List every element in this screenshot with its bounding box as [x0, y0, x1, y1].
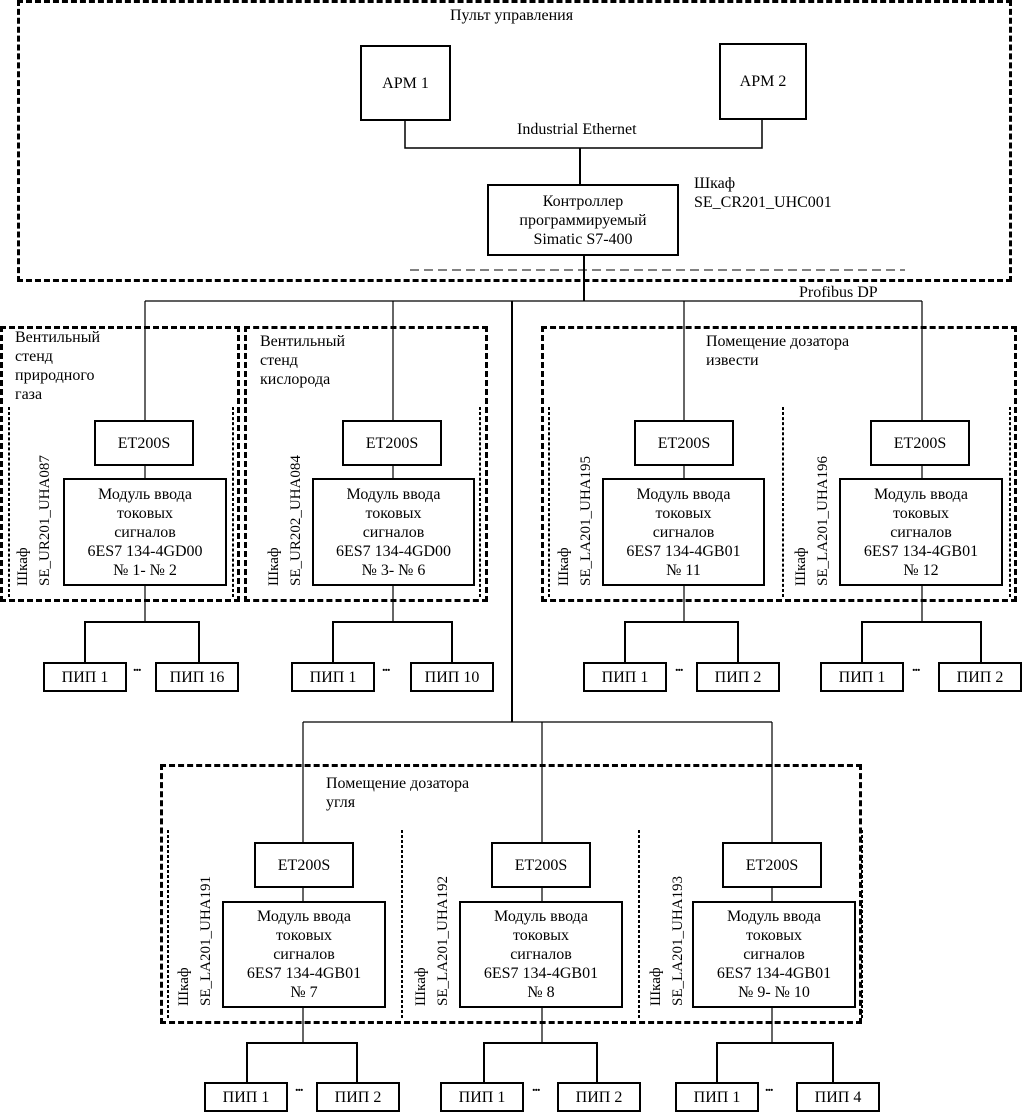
- et200s-node[interactable]: ET200S: [342, 420, 442, 466]
- cabinet-border: [1009, 407, 1011, 597]
- sensor-ellipsis: ...: [532, 1080, 540, 1095]
- sensor-last[interactable]: ПИП 10: [410, 662, 494, 692]
- sensor-ellipsis: ...: [675, 660, 683, 675]
- input-module[interactable]: Модуль ввода токовых сигналов 6ES7 134-4…: [459, 901, 623, 1008]
- cabinet-label: Шкаф SE_LA201_UHA191: [176, 876, 214, 1006]
- input-module[interactable]: Модуль ввода токовых сигналов 6ES7 134-4…: [312, 478, 475, 586]
- workstation-arm1[interactable]: АРМ 1: [360, 45, 451, 121]
- et200s-node[interactable]: ET200S: [634, 420, 734, 466]
- zone-lime: [541, 326, 1017, 602]
- zone-oxygen-title: Вентильный стенд кислорода: [260, 333, 346, 388]
- sensor-ellipsis: ...: [912, 660, 920, 675]
- sensor-last[interactable]: ПИП 16: [155, 662, 239, 692]
- sensor-ellipsis: ...: [133, 660, 141, 675]
- zone-coal: [160, 764, 862, 1024]
- sensor-last[interactable]: ПИП 2: [557, 1082, 641, 1112]
- zone-lime-title: Помещение дозатора извести: [706, 333, 850, 369]
- et200s-node[interactable]: ET200S: [254, 842, 354, 888]
- sensor-last[interactable]: ПИП 4: [796, 1082, 880, 1112]
- input-module[interactable]: Модуль ввода токовых сигналов 6ES7 134-4…: [839, 478, 1003, 586]
- cabinet-border: [782, 407, 784, 597]
- input-module[interactable]: Модуль ввода токовых сигналов 6ES7 134-4…: [602, 478, 765, 586]
- network-industrial-ethernet: Industrial Ethernet: [517, 121, 637, 138]
- cabinet-label: Шкаф SE_LA201_UHA196: [793, 456, 831, 586]
- sensor-last[interactable]: ПИП 2: [696, 662, 780, 692]
- cabinet-border: [479, 407, 481, 597]
- cabinet-label: Шкаф SE_UR202_UHA084: [266, 455, 304, 586]
- sensor-last[interactable]: ПИП 2: [938, 662, 1022, 692]
- sensor-first[interactable]: ПИП 1: [204, 1082, 288, 1112]
- input-module[interactable]: Модуль ввода токовых сигналов 6ES7 134-4…: [63, 478, 227, 586]
- et200s-node[interactable]: ET200S: [722, 842, 822, 888]
- zone-oxygen: [244, 326, 488, 602]
- sensor-first[interactable]: ПИП 1: [820, 662, 904, 692]
- sensor-ellipsis: ...: [382, 660, 390, 675]
- zone-control-panel-title: Пульт управления: [450, 7, 574, 24]
- sensor-first[interactable]: ПИП 1: [291, 662, 375, 692]
- cabinet-border: [232, 407, 234, 597]
- workstation-arm2[interactable]: АРМ 2: [719, 43, 807, 120]
- sensor-ellipsis: ...: [295, 1080, 303, 1095]
- cabinet-label: Шкаф SE_UR201_UHA087: [15, 455, 53, 586]
- sensor-first[interactable]: ПИП 1: [43, 662, 127, 692]
- cabinet-border: [401, 830, 403, 1018]
- controller-cabinet-label: Шкаф SE_CR201_UHC001: [694, 175, 832, 211]
- cabinet-label: Шкаф SE_LA201_UHA193: [648, 876, 686, 1006]
- zone-control-panel: [17, 0, 1012, 282]
- cabinet-border: [8, 407, 10, 597]
- cabinet-label: Шкаф SE_LA201_UHA192: [413, 876, 451, 1006]
- zone-coal-title: Помещение дозатора угля: [326, 775, 470, 811]
- et200s-node[interactable]: ET200S: [870, 420, 970, 466]
- sensor-first[interactable]: ПИП 1: [675, 1082, 759, 1112]
- et200s-node[interactable]: ET200S: [94, 420, 194, 466]
- cabinet-border: [167, 830, 169, 1018]
- cabinet-border: [548, 407, 550, 597]
- et200s-node[interactable]: ET200S: [491, 842, 591, 888]
- sensor-ellipsis: ...: [765, 1080, 773, 1095]
- cabinet-border: [638, 830, 640, 1018]
- cabinet-border: [861, 830, 863, 1018]
- sensor-last[interactable]: ПИП 2: [316, 1082, 400, 1112]
- network-profibus-dp: Profibus DP: [799, 284, 878, 301]
- sensor-first[interactable]: ПИП 1: [440, 1082, 524, 1112]
- cabinet-label: Шкаф SE_LA201_UHA195: [556, 456, 594, 586]
- zone-natural-gas-title: Вентильный стенд природного газа: [15, 329, 101, 403]
- controller-s7-400[interactable]: Контроллер программируемый Simatic S7-40…: [487, 184, 679, 256]
- ethernet-line-arm1: [404, 120, 763, 149]
- zone-natural-gas: [0, 326, 240, 602]
- input-module[interactable]: Модуль ввода токовых сигналов 6ES7 134-4…: [222, 901, 386, 1008]
- sensor-first[interactable]: ПИП 1: [583, 662, 667, 692]
- input-module[interactable]: Модуль ввода токовых сигналов 6ES7 134-4…: [692, 901, 856, 1008]
